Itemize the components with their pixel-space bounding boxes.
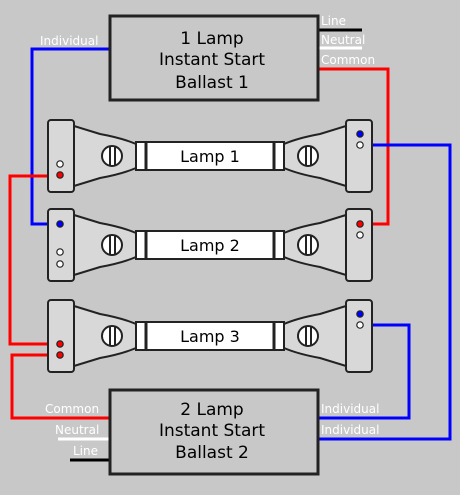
lamp2-left-pin-1 xyxy=(56,220,64,228)
lamp-assembly-3: Lamp 3 xyxy=(47,299,373,373)
ballast1-title-line3: Ballast 1 xyxy=(175,73,249,93)
lamp3-right-pin-2 xyxy=(356,321,364,329)
lamp2-left-socket xyxy=(47,208,137,282)
lamp2-left-pin-2 xyxy=(56,248,64,256)
ballast2-individual-a-label: Individual xyxy=(321,402,379,416)
lamp1-left-pin-1 xyxy=(56,160,64,168)
lamp1-right-pin-1 xyxy=(356,130,364,138)
ballast1-individual-wire xyxy=(30,47,110,226)
ballast2-individual-a-wire xyxy=(318,323,411,420)
lamp2-left-pin-3 xyxy=(56,260,64,268)
lamp-assembly-1: Lamp 1 xyxy=(47,119,373,193)
lamp1-to-lamp3-jumper-wire xyxy=(8,174,60,346)
lamp2-right-socket xyxy=(283,208,373,282)
ballast1: 1 Lamp Instant Start Ballast 1 Line Neut… xyxy=(40,14,375,102)
lamp1-label: Lamp 1 xyxy=(180,147,240,166)
lamp3-tube xyxy=(135,321,285,351)
ballast1-individual-label: Individual xyxy=(40,34,98,48)
lamp1-left-pin-2 xyxy=(56,171,64,179)
lamp2-tube xyxy=(135,230,285,260)
ballast1-line-label: Line xyxy=(321,14,346,28)
ballast2-common-label: Common xyxy=(45,402,99,416)
ballast2-box xyxy=(108,388,320,476)
ballast2-individual-b-label: Individual xyxy=(321,423,379,437)
lamp3-label: Lamp 3 xyxy=(180,327,240,346)
ballast2-line-label: Line xyxy=(73,444,98,458)
lamp2-right-pin-2 xyxy=(356,231,364,239)
ballast2: 2 Lamp Instant Start Ballast 2 Common Ne… xyxy=(45,388,379,476)
ballast1-common-label: Common xyxy=(321,53,375,67)
lamp3-right-pin-1 xyxy=(356,310,364,318)
lamp3-right-socket xyxy=(283,299,373,373)
ballast1-box xyxy=(108,14,320,102)
ballast1-title-line2: Instant Start xyxy=(159,50,265,70)
lamp1-left-socket xyxy=(47,119,137,193)
ballast2-individual-b-wire xyxy=(318,143,452,441)
lamp-assembly-2: Lamp 2 xyxy=(47,208,373,282)
ballast2-title-line3: Ballast 2 xyxy=(175,443,249,463)
lamp1-right-pin-2 xyxy=(356,141,364,149)
lamp3-left-pin-1 xyxy=(56,340,64,348)
ballast2-neutral-label: Neutral xyxy=(55,423,99,437)
ballast1-neutral-label: Neutral xyxy=(321,33,365,47)
ballast2-title-line1: 2 Lamp xyxy=(180,400,243,420)
lamp2-label: Lamp 2 xyxy=(180,236,240,255)
lamp-rows: Lamp 1 Lamp 2 Lamp 3 xyxy=(47,119,373,373)
lamp1-right-socket xyxy=(283,119,373,193)
ballast1-title-line1: 1 Lamp xyxy=(180,29,243,49)
lamp1-tube xyxy=(135,141,285,171)
lamp3-left-pin-2 xyxy=(56,351,64,359)
lamp3-left-socket xyxy=(47,299,137,373)
lamp2-right-pin-1 xyxy=(356,220,364,228)
ballast2-common-wire xyxy=(10,353,110,420)
ballast2-title-line2: Instant Start xyxy=(159,421,265,441)
